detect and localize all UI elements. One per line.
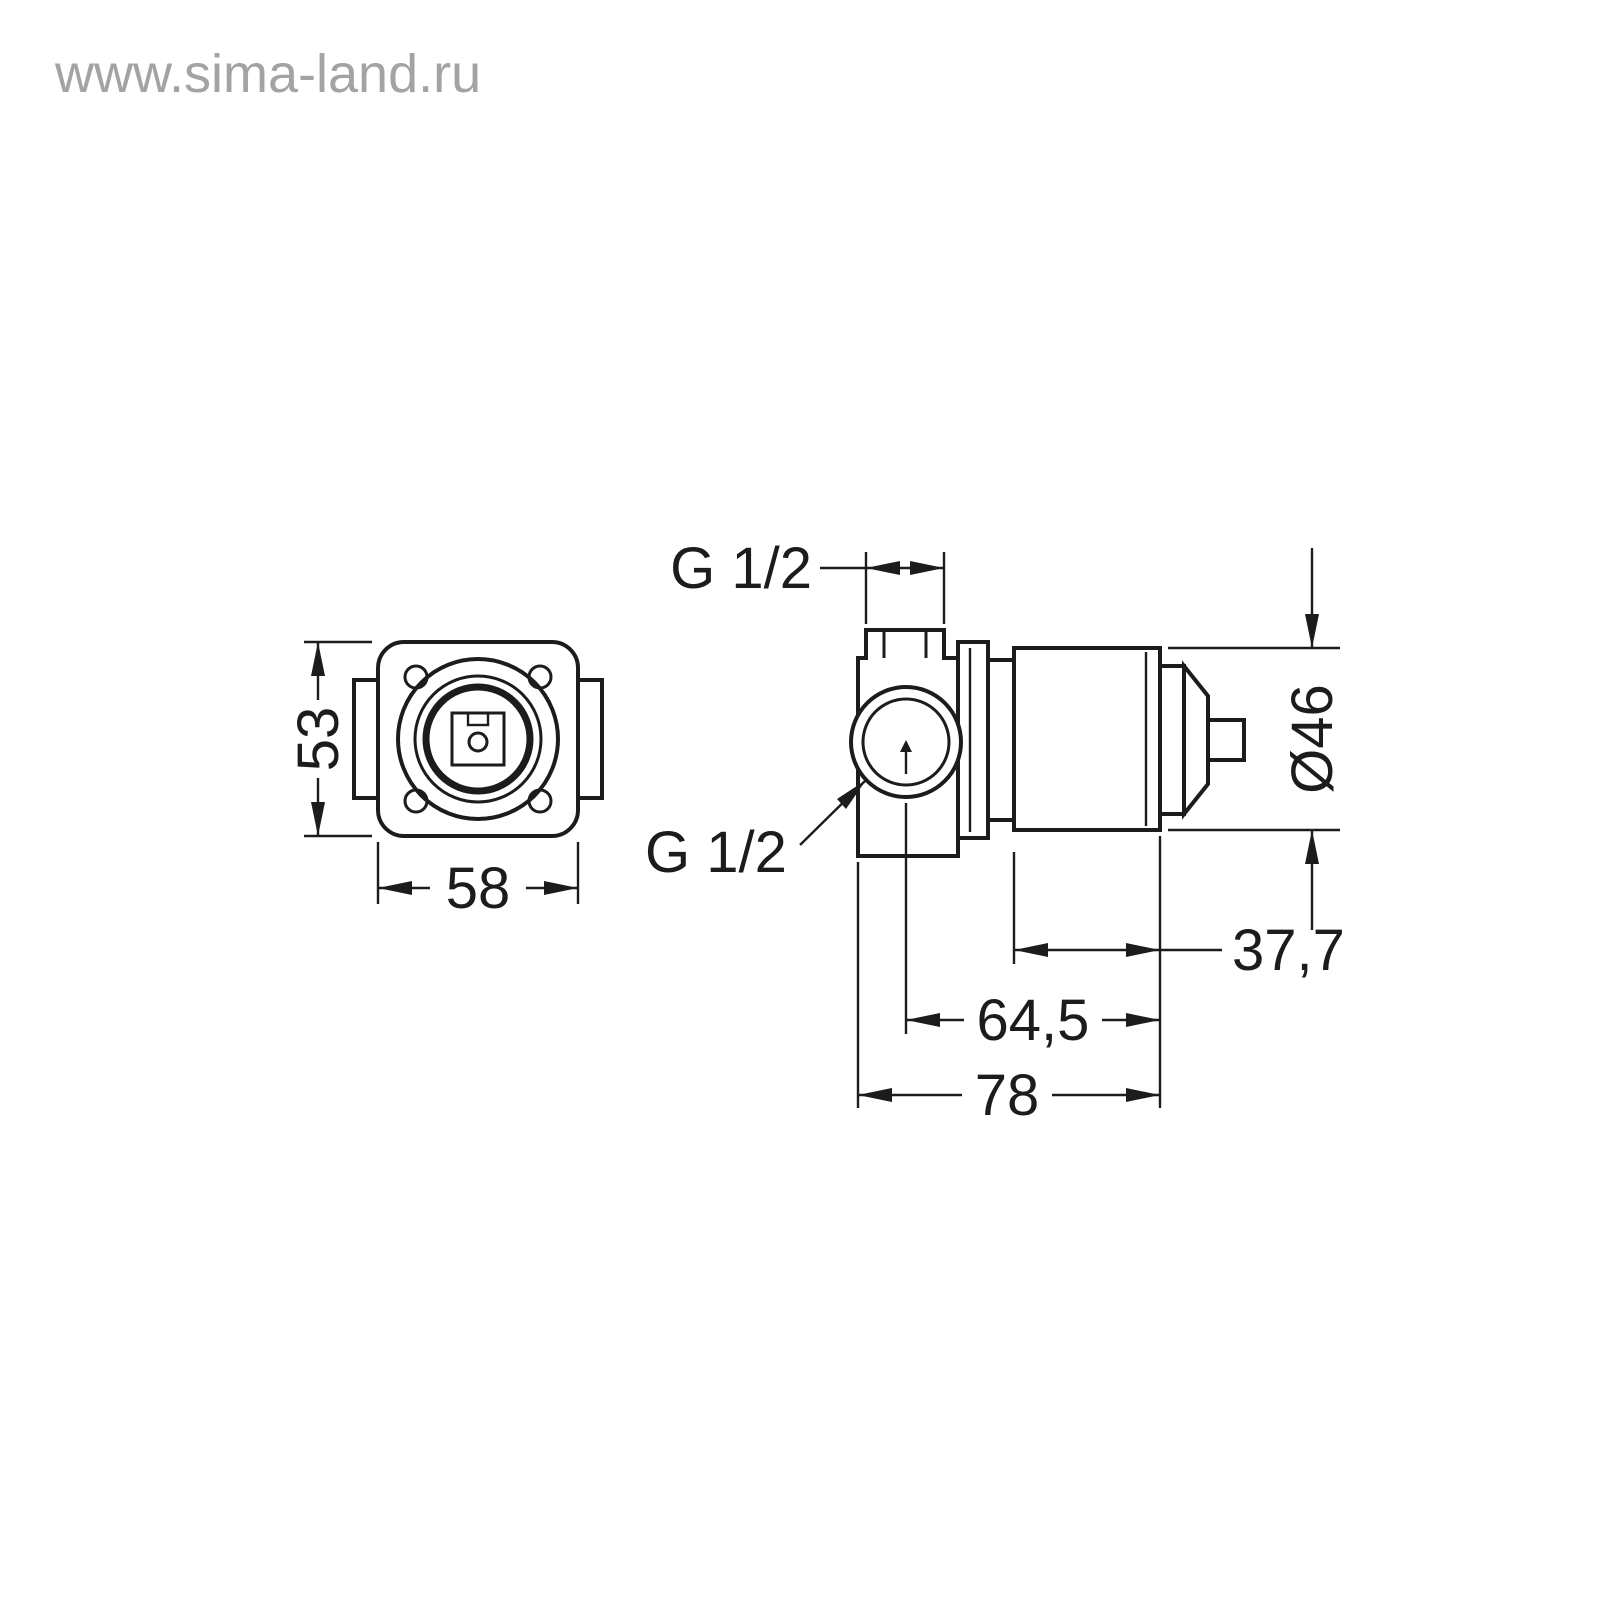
arrowhead-left — [1014, 943, 1048, 957]
cartridge-cap — [1158, 664, 1186, 816]
leader-arrowhead — [837, 780, 866, 809]
arrowhead-left — [906, 1013, 940, 1027]
cartridge-body — [1012, 646, 1162, 832]
arrowhead-right — [1126, 1088, 1160, 1102]
spindle-square — [450, 711, 506, 767]
watermark-text: www.sima-land.ru — [54, 44, 481, 104]
right-tab — [574, 678, 604, 800]
total-depth-label: 78 — [975, 1063, 1040, 1128]
arrowhead-right — [1126, 943, 1160, 957]
arrowhead-left — [858, 1088, 892, 1102]
dimension-front-thread: G 1/2 — [645, 779, 867, 885]
body-middle-circle — [413, 674, 543, 804]
arrowhead-right — [910, 561, 944, 575]
arrowhead-up — [1305, 830, 1319, 864]
arrowhead-left — [866, 561, 900, 575]
port-section-arrow — [900, 740, 912, 752]
cartridge-length-label: 37,7 — [1232, 918, 1345, 983]
dimension-front-height: 53 — [286, 640, 372, 838]
side-view — [849, 628, 1246, 858]
front-thread-label: G 1/2 — [645, 820, 787, 885]
axis-to-face-label: 64,5 — [977, 988, 1090, 1053]
front-view — [352, 640, 604, 838]
body-inner-ring — [422, 683, 534, 795]
front-height-label: 53 — [286, 707, 351, 772]
body-outer-circle — [396, 657, 560, 821]
left-tab — [352, 678, 382, 800]
arrowhead-left — [378, 881, 412, 895]
spacer-ring — [986, 658, 1016, 822]
dimension-axis-to-face: 64,5 — [904, 803, 1160, 1053]
front-width-label: 58 — [446, 856, 511, 921]
top-thread-label: G 1/2 — [670, 536, 812, 601]
cartridge-stem — [1206, 718, 1246, 762]
dimension-front-width: 58 — [376, 842, 580, 921]
dimension-cartridge-diameter: Ø46 — [1168, 548, 1345, 930]
cap-taper — [1182, 660, 1210, 820]
front-port-bore — [861, 697, 951, 787]
arrowhead-down — [311, 802, 325, 836]
arrowhead-right — [544, 881, 578, 895]
arrowhead-up — [311, 642, 325, 676]
arrowhead-down — [1305, 614, 1319, 648]
cartridge-diameter-label: Ø46 — [1280, 684, 1345, 794]
arrowhead-right — [1126, 1013, 1160, 1027]
dimension-cartridge-length: 37,7 — [1012, 836, 1345, 1108]
dimension-top-thread: G 1/2 — [670, 536, 946, 624]
dimension-total-depth: 78 — [856, 862, 1160, 1128]
spindle-notch — [466, 711, 490, 727]
spindle-center-hole — [467, 731, 489, 753]
